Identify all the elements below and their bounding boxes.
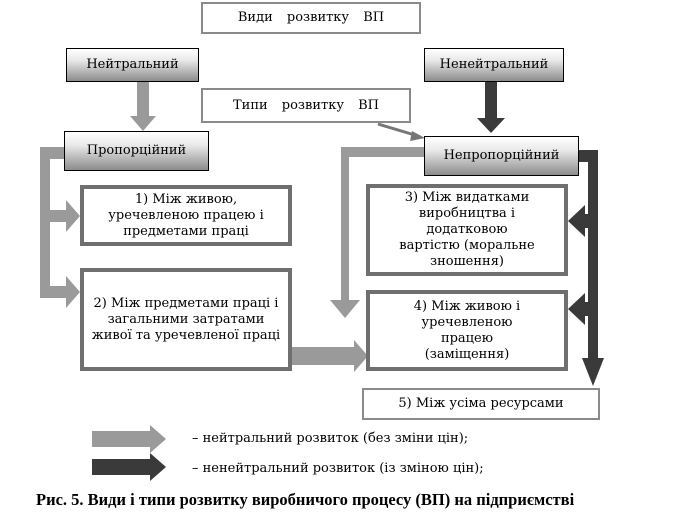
legend-neutral-text: – нейтральний розвиток (без зміни цін);	[192, 431, 469, 446]
arrow-to-box4-dark	[568, 293, 598, 325]
arrow-neutral-to-proportional	[130, 82, 156, 131]
box-neutral: Нейтральний	[66, 48, 199, 82]
box-nonneutral-label: Ненейтральний	[439, 57, 549, 72]
box-1: 1) Між живою, уречевленою працею і предм…	[80, 185, 292, 246]
arrow-to-box5	[582, 358, 604, 386]
box-5-label: 5) Між усіма ресурсами	[398, 396, 564, 411]
pipe-proportional	[40, 147, 64, 298]
legend-neutral-arrow	[92, 425, 166, 453]
box-nonneutral: Ненейтральний	[424, 48, 564, 82]
box-kinds-label: Види розвитку ВП	[237, 10, 385, 25]
box-3: 3) Між видатками виробництва і додатково…	[366, 184, 568, 276]
box-nonproportional: Непропорційний	[424, 136, 579, 176]
box-proportional-label: Пропорційний	[86, 143, 187, 158]
arrow-nonneutral-to-nonproportional	[477, 82, 505, 133]
pipe-nonproportional-right	[578, 150, 598, 360]
box-2: 2) Між предметами праці і загальними зат…	[80, 268, 292, 371]
box-neutral-label: Нейтральний	[86, 57, 179, 72]
arrow-to-box1	[50, 200, 80, 232]
box-3-label: 3) Між видатками виробництва і додатково…	[399, 190, 535, 269]
box-1-label: 1) Між живою, уречевленою працею і предм…	[108, 191, 264, 239]
box-4: 4) Між живою і уречевленою працею (заміщ…	[366, 290, 568, 371]
box-kinds: Види розвитку ВП	[201, 2, 421, 34]
arrow-box2-to-box4	[292, 340, 368, 372]
box-4-label: 4) Між живою і уречевленою працею (заміщ…	[413, 298, 521, 362]
box-proportional: Пропорційний	[64, 131, 209, 171]
arrow-to-box2	[40, 276, 80, 308]
box-nonproportional-label: Непропорційний	[443, 148, 560, 163]
box-types: Типи розвитку ВП	[201, 88, 411, 123]
arrow-types-to-nonproportional	[377, 122, 419, 138]
figure-caption: Рис. 5. Види і типи розвитку виробничого…	[36, 490, 575, 509]
legend-nonneutral-text: – ненейтральний розвиток (із зміною цін)…	[192, 461, 484, 476]
box-5: 5) Між усіма ресурсами	[362, 388, 600, 420]
arrow-to-box4	[330, 300, 360, 318]
legend-nonneutral-arrow	[92, 453, 166, 481]
arrow-to-box3	[568, 205, 598, 237]
box-2-label: 2) Між предметами праці і загальними зат…	[91, 295, 281, 343]
box-types-label: Типи розвитку ВП	[232, 97, 379, 113]
